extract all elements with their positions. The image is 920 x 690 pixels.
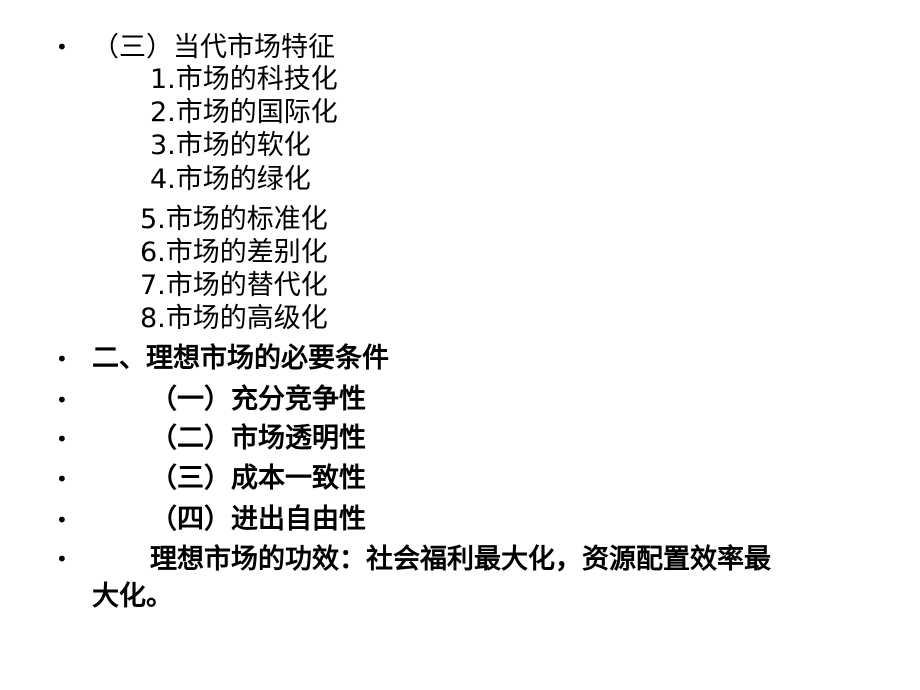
feature-item: 5.市场的标准化 [140, 204, 328, 235]
condition-item: （四）进出自由性 [150, 504, 366, 535]
bullet-marker: • [56, 508, 68, 532]
condition-item: （一）充分竞争性 [150, 384, 366, 415]
bullet-marker: • [56, 467, 68, 491]
bullet-marker: • [56, 547, 68, 571]
bullet-marker: • [56, 388, 68, 412]
feature-item: 6.市场的差别化 [140, 237, 328, 268]
feature-item: 8.市场的高级化 [140, 303, 328, 334]
effect-line: 理想市场的功效：社会福利最大化，资源配置效率最 [150, 544, 771, 575]
condition-item: （三）成本一致性 [150, 463, 366, 494]
feature-item: 7.市场的替代化 [140, 270, 328, 301]
bullet-marker: • [56, 35, 68, 59]
feature-item: 4.市场的绿化 [150, 164, 311, 195]
condition-item: （二）市场透明性 [150, 423, 366, 454]
section-heading: （三）当代市场特征 [92, 32, 335, 63]
feature-item: 2.市场的国际化 [150, 97, 338, 128]
feature-item: 3.市场的软化 [150, 130, 311, 161]
bullet-marker: • [56, 347, 68, 371]
effect-line-continued: 大化。 [92, 581, 173, 612]
bullet-marker: • [56, 427, 68, 451]
feature-item: 1.市场的科技化 [150, 64, 338, 95]
conditions-heading: 二、理想市场的必要条件 [92, 343, 389, 374]
